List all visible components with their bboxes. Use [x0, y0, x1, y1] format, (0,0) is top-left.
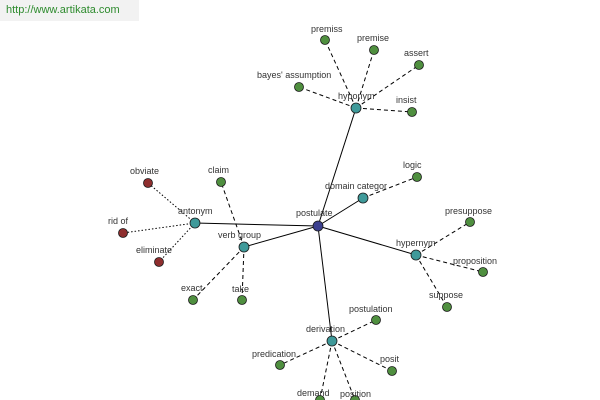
root-label-postulate: postulate: [296, 208, 333, 218]
word-label-claim: claim: [208, 165, 229, 175]
word-node-presuppose[interactable]: [465, 217, 475, 227]
word-label-obviate: obviate: [130, 166, 159, 176]
graph-edges: [122, 39, 484, 400]
word-label-suppose: suppose: [429, 290, 463, 300]
word-label-take: take: [232, 284, 249, 294]
graph-nodes: [118, 35, 488, 400]
edge-hyponym-bayes-assumption: [298, 86, 357, 109]
edge-verb-group-claim: [220, 181, 245, 248]
word-label-logic: logic: [403, 160, 422, 170]
category-label-antonym: antonym: [178, 206, 213, 216]
category-label-hyponym: hyponym: [338, 91, 375, 101]
word-label-position: position: [340, 389, 371, 399]
word-label-insist: insist: [396, 95, 417, 105]
edge-postulate-verb-group: [243, 225, 319, 248]
edge-hypernym-presuppose: [415, 221, 471, 256]
word-label-premise: premise: [357, 33, 389, 43]
edge-postulate-derivation: [317, 225, 333, 342]
word-node-position[interactable]: [350, 395, 360, 400]
edge-hyponym-premiss: [324, 39, 357, 109]
edge-derivation-predication: [279, 340, 333, 366]
category-label-hypernym: hypernym: [396, 238, 436, 248]
word-node-assert[interactable]: [414, 60, 424, 70]
edge-hyponym-premise: [355, 49, 375, 109]
edge-postulate-domain-category: [317, 197, 364, 227]
edge-verb-group-take: [241, 246, 245, 301]
word-node-exact[interactable]: [188, 295, 198, 305]
word-node-obviate[interactable]: [143, 178, 153, 188]
category-node-domain-category[interactable]: [357, 192, 369, 204]
edge-derivation-position: [331, 340, 356, 400]
word-node-premiss[interactable]: [320, 35, 330, 45]
edge-hypernym-suppose: [415, 254, 448, 308]
word-node-suppose[interactable]: [442, 302, 452, 312]
word-label-presuppose: presuppose: [445, 206, 492, 216]
category-label-derivation: derivation: [306, 324, 345, 334]
word-node-take[interactable]: [237, 295, 247, 305]
edge-verb-group-exact: [192, 246, 245, 301]
edge-postulate-antonym: [194, 222, 319, 227]
edge-postulate-hypernym: [317, 225, 417, 256]
word-node-proposition[interactable]: [478, 267, 488, 277]
edge-domain-category-logic: [362, 176, 418, 199]
word-node-eliminate[interactable]: [154, 257, 164, 267]
category-label-verb-group: verb group: [218, 230, 261, 240]
edge-antonym-eliminate: [158, 222, 196, 263]
word-label-predication: predication: [252, 349, 296, 359]
category-node-hyponym[interactable]: [350, 102, 362, 114]
category-label-domain-category: domain categor: [325, 181, 387, 191]
word-label-eliminate: eliminate: [136, 245, 172, 255]
word-node-logic[interactable]: [412, 172, 422, 182]
word-label-premiss: premiss: [311, 24, 343, 34]
edge-antonym-rid-of: [122, 222, 196, 234]
word-label-rid-of: rid of: [108, 216, 129, 226]
word-label-exact: exact: [181, 283, 203, 293]
watermark-url: http://www.artikata.com: [0, 0, 139, 21]
word-node-rid-of[interactable]: [118, 228, 128, 238]
category-node-hypernym[interactable]: [410, 249, 422, 261]
word-label-postulation: postulation: [349, 304, 393, 314]
edge-hyponym-insist: [355, 107, 413, 113]
edge-derivation-demand: [319, 340, 333, 400]
word-node-claim[interactable]: [216, 177, 226, 187]
word-label-demand: demand: [297, 388, 330, 398]
word-node-premise[interactable]: [369, 45, 379, 55]
word-node-insist[interactable]: [407, 107, 417, 117]
edge-derivation-postulation: [331, 319, 377, 342]
category-node-verb-group[interactable]: [238, 241, 250, 253]
word-label-proposition: proposition: [453, 256, 497, 266]
word-label-posit: posit: [380, 354, 400, 364]
word-label-assert: assert: [404, 48, 429, 58]
word-node-bayes-assumption[interactable]: [294, 82, 304, 92]
root-node-postulate[interactable]: [312, 220, 324, 232]
word-node-predication[interactable]: [275, 360, 285, 370]
graph-labels: premiss premise assert bayes' assumption ins…: [108, 24, 497, 399]
category-node-antonym[interactable]: [189, 217, 201, 229]
edge-postulate-hyponym: [317, 107, 357, 227]
edge-hypernym-proposition: [415, 254, 484, 273]
edge-hyponym-assert: [355, 64, 420, 109]
word-node-demand[interactable]: [315, 395, 325, 400]
word-label-bayes-assumption: bayes' assumption: [257, 70, 331, 80]
category-node-derivation[interactable]: [326, 335, 338, 347]
word-node-postulation[interactable]: [371, 315, 381, 325]
word-node-posit[interactable]: [387, 366, 397, 376]
edge-antonym-obviate: [147, 182, 196, 224]
